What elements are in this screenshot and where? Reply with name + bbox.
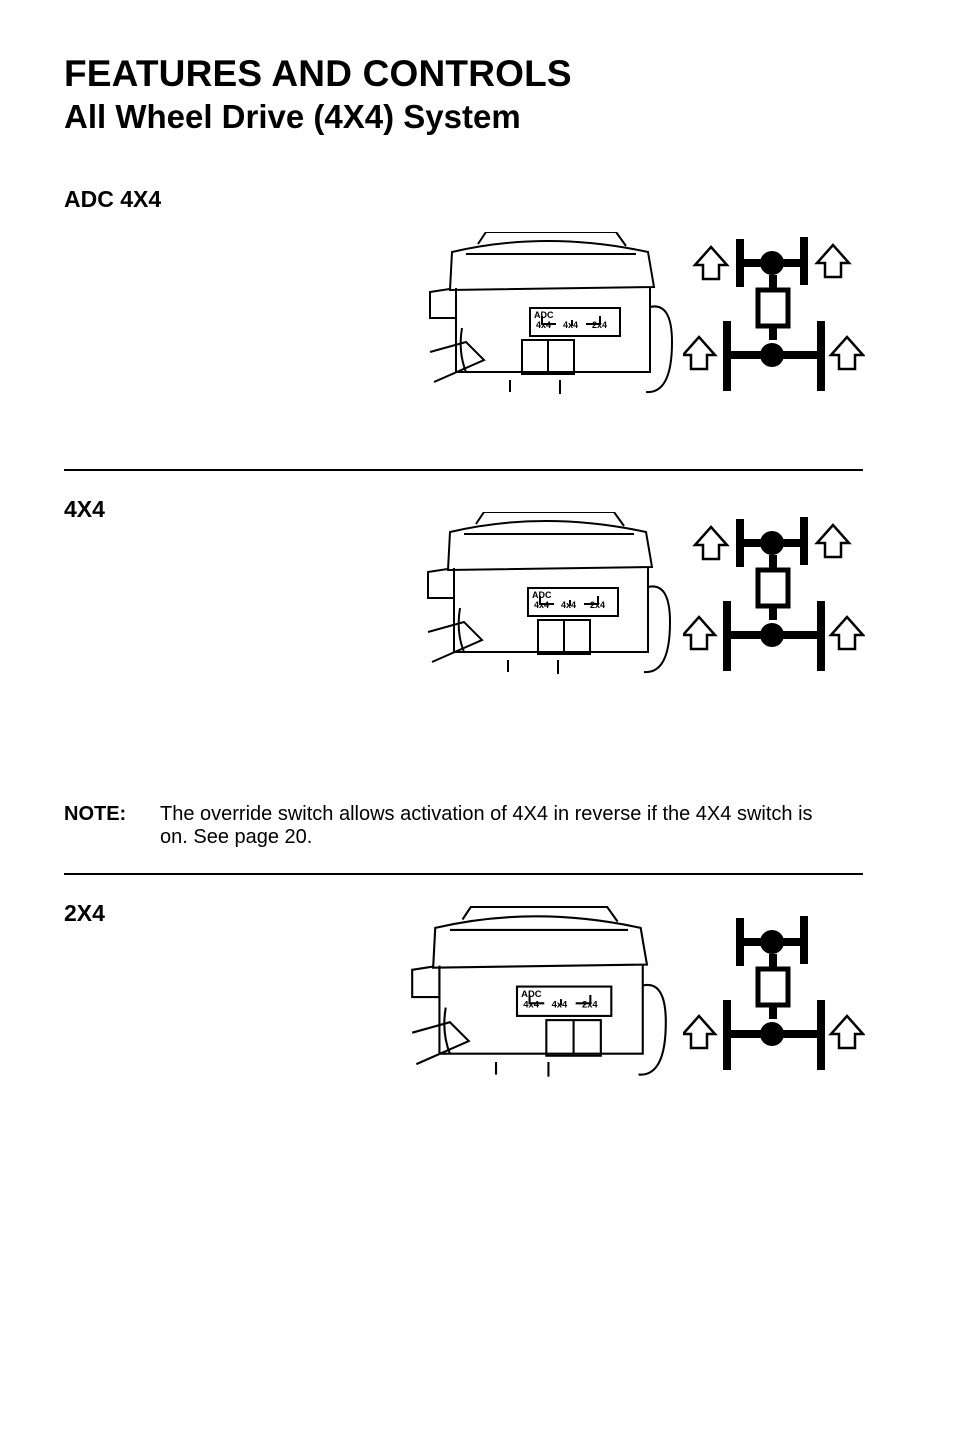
arrow-up-icon	[680, 1014, 718, 1050]
page-subtitle: All Wheel Drive (4X4) System	[64, 98, 521, 135]
switch-label-adc: ADC	[534, 310, 554, 320]
arrow-up-icon	[828, 1014, 866, 1050]
switch-label-2x4: 2x4	[582, 999, 598, 1010]
section-heading-4x4: 4X4	[64, 496, 105, 522]
drive-diagram-2x4	[680, 912, 866, 1079]
front-arrows	[692, 243, 852, 281]
switch-label-2x4: 2x4	[592, 320, 607, 330]
section-divider	[64, 873, 863, 875]
switch-label-4x4-middle: 4x4	[561, 600, 576, 610]
rear-arrows	[680, 615, 866, 651]
arrow-up-icon	[692, 525, 730, 561]
switch-label-4x4-left: 4x4	[536, 320, 551, 330]
switch-label-4x4-left: 4x4	[534, 600, 549, 610]
drivetrain-icon	[723, 237, 825, 391]
arrow-up-icon	[828, 335, 866, 371]
switch-illustration-adc: ADC 4x4 4x4 2x4	[426, 231, 676, 407]
note-label: NOTE:	[64, 803, 127, 825]
arrow-up-icon	[814, 243, 852, 279]
switch-label-4x4-middle: 4x4	[552, 999, 568, 1010]
switch-label-adc: ADC	[521, 988, 542, 999]
switch-label-adc: ADC	[532, 590, 552, 600]
switch-label-4x4-middle: 4x4	[563, 320, 578, 330]
switch-label-4x4-left: 4x4	[523, 999, 539, 1010]
page-title: FEATURES AND CONTROLS	[64, 53, 572, 94]
drivetrain-icon	[723, 916, 825, 1070]
arrow-up-icon	[680, 615, 718, 651]
drive-diagram-adc	[680, 233, 866, 400]
section-divider	[64, 469, 863, 471]
switch-illustration-2x4: ADC 4x4 4x4 2x4	[408, 905, 670, 1091]
switch-illustration-4x4: ADC 4x4 4x4 2x4	[424, 511, 674, 687]
note-text: The override switch allows activation of…	[160, 803, 813, 848]
rear-arrows	[680, 1014, 866, 1050]
section-heading-2x4: 2X4	[64, 900, 105, 926]
arrow-up-icon	[680, 335, 718, 371]
section-heading-adc-4x4: ADC 4X4	[64, 186, 162, 212]
arrow-up-icon	[692, 245, 730, 281]
drive-diagram-4x4	[680, 513, 866, 680]
arrow-up-icon	[814, 523, 852, 559]
rear-arrows	[680, 335, 866, 371]
arrow-up-icon	[828, 615, 866, 651]
drivetrain-icon	[723, 517, 825, 671]
front-arrows	[692, 523, 852, 561]
switch-label-2x4: 2x4	[590, 600, 605, 610]
